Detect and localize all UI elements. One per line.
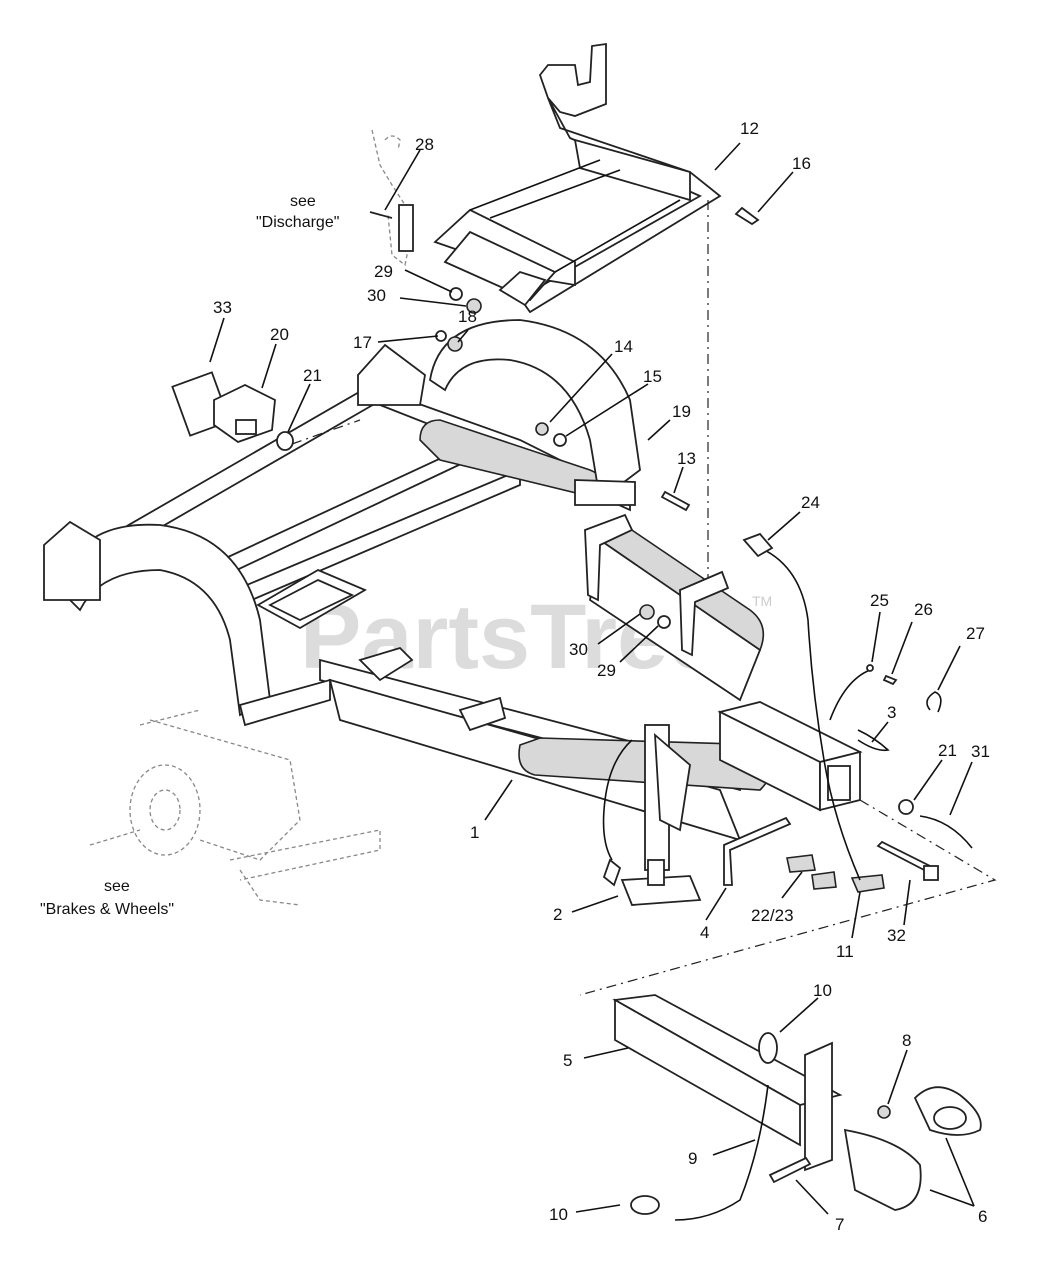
callout-10-top: 10: [813, 981, 832, 1000]
bolt-16: [734, 206, 760, 226]
pin-4: [723, 816, 792, 886]
callout-28: 28: [415, 135, 434, 154]
drawbar-5: [612, 994, 843, 1147]
tail-light-20: [213, 383, 276, 444]
rear-fender: [429, 319, 641, 506]
nut-30a: [466, 298, 482, 314]
note-brakes-ref: "Brakes & Wheels": [40, 901, 174, 918]
callout-9: 9: [688, 1149, 697, 1168]
bolt-7: [768, 1156, 812, 1184]
screw-25: [866, 664, 874, 672]
main-trailer-frame: [118, 378, 863, 842]
callout-11: 11: [836, 942, 854, 961]
front-light-box: [43, 520, 101, 601]
callout-12: 12: [740, 119, 759, 138]
leader-lines: [209, 142, 975, 1215]
brakes-wheels-ghost: [89, 709, 381, 906]
callout-labels: 1 2 3 4 5 6 7 8 9 10 10 11 12 13 14 15 1…: [213, 119, 990, 1234]
callout-14: 14: [614, 337, 633, 356]
grommet-21a: [276, 431, 294, 451]
callout-3: 3: [887, 703, 896, 722]
callout-17: 17: [353, 333, 372, 352]
note-see-brakes: see: [104, 878, 130, 895]
callout-8: 8: [902, 1031, 911, 1050]
callout-29-bottom: 29: [597, 661, 616, 680]
callout-26: 26: [914, 600, 933, 619]
callout-21-bottom: 21: [938, 741, 957, 760]
washer-29a: [449, 287, 463, 301]
callout-10-bottom: 10: [549, 1205, 568, 1224]
callout-25: 25: [870, 591, 889, 610]
callout-27: 27: [966, 624, 985, 643]
callout-24: 24: [801, 493, 820, 512]
nut-14: [535, 422, 549, 436]
callout-20: 20: [270, 325, 289, 344]
callout-4: 4: [700, 923, 709, 942]
plug-11: [850, 874, 885, 893]
clip-27: [926, 691, 942, 713]
callout-30-bottom: 30: [569, 640, 588, 659]
callout-33: 33: [213, 298, 232, 317]
nut-8: [877, 1105, 891, 1119]
callout-31: 31: [971, 742, 990, 761]
callout-21-top: 21: [303, 366, 322, 385]
washer-29b: [657, 615, 671, 629]
tongue-jack: [602, 724, 702, 906]
hairpin-3: [857, 729, 890, 752]
callout-5: 5: [563, 1051, 572, 1070]
safety-chain-9: [674, 1084, 769, 1221]
bolt-28: [369, 211, 393, 219]
link-10a: [758, 1032, 778, 1064]
link-10b: [630, 1195, 660, 1215]
bushing-21b: [898, 799, 914, 815]
callout-30-top: 30: [367, 286, 386, 305]
callout-16: 16: [792, 154, 811, 173]
callout-19: 19: [672, 402, 691, 421]
hitch-plate: [804, 1041, 833, 1172]
callout-13: 13: [677, 449, 696, 468]
screw-26: [882, 674, 898, 686]
watermark-tm: TM: [752, 593, 772, 609]
callout-29-top: 29: [374, 262, 393, 281]
clip-31: [919, 815, 973, 849]
note-discharge-ref: "Discharge": [256, 214, 339, 231]
front-fender: [59, 523, 331, 727]
callout-7: 7: [835, 1215, 844, 1234]
plate-28: [398, 204, 414, 252]
callout-32: 32: [887, 926, 906, 945]
callout-22-23: 22/23: [751, 906, 794, 925]
nut-30b: [639, 604, 655, 620]
washer-15: [553, 433, 567, 447]
clevis-hitch-6: [843, 1086, 982, 1211]
callout-18: 18: [458, 307, 477, 326]
bolt-13: [660, 490, 691, 512]
callout-2: 2: [553, 905, 562, 924]
callout-1: 1: [470, 823, 479, 842]
sleeve-22: [786, 854, 816, 873]
mounting-bracket-frame: [433, 42, 722, 314]
note-see-discharge: see: [290, 193, 316, 210]
rear-light-box: [357, 343, 426, 406]
sleeve-23: [811, 871, 837, 890]
callout-15: 15: [643, 367, 662, 386]
callout-6: 6: [978, 1207, 987, 1226]
wire-harness-24: [749, 543, 861, 881]
